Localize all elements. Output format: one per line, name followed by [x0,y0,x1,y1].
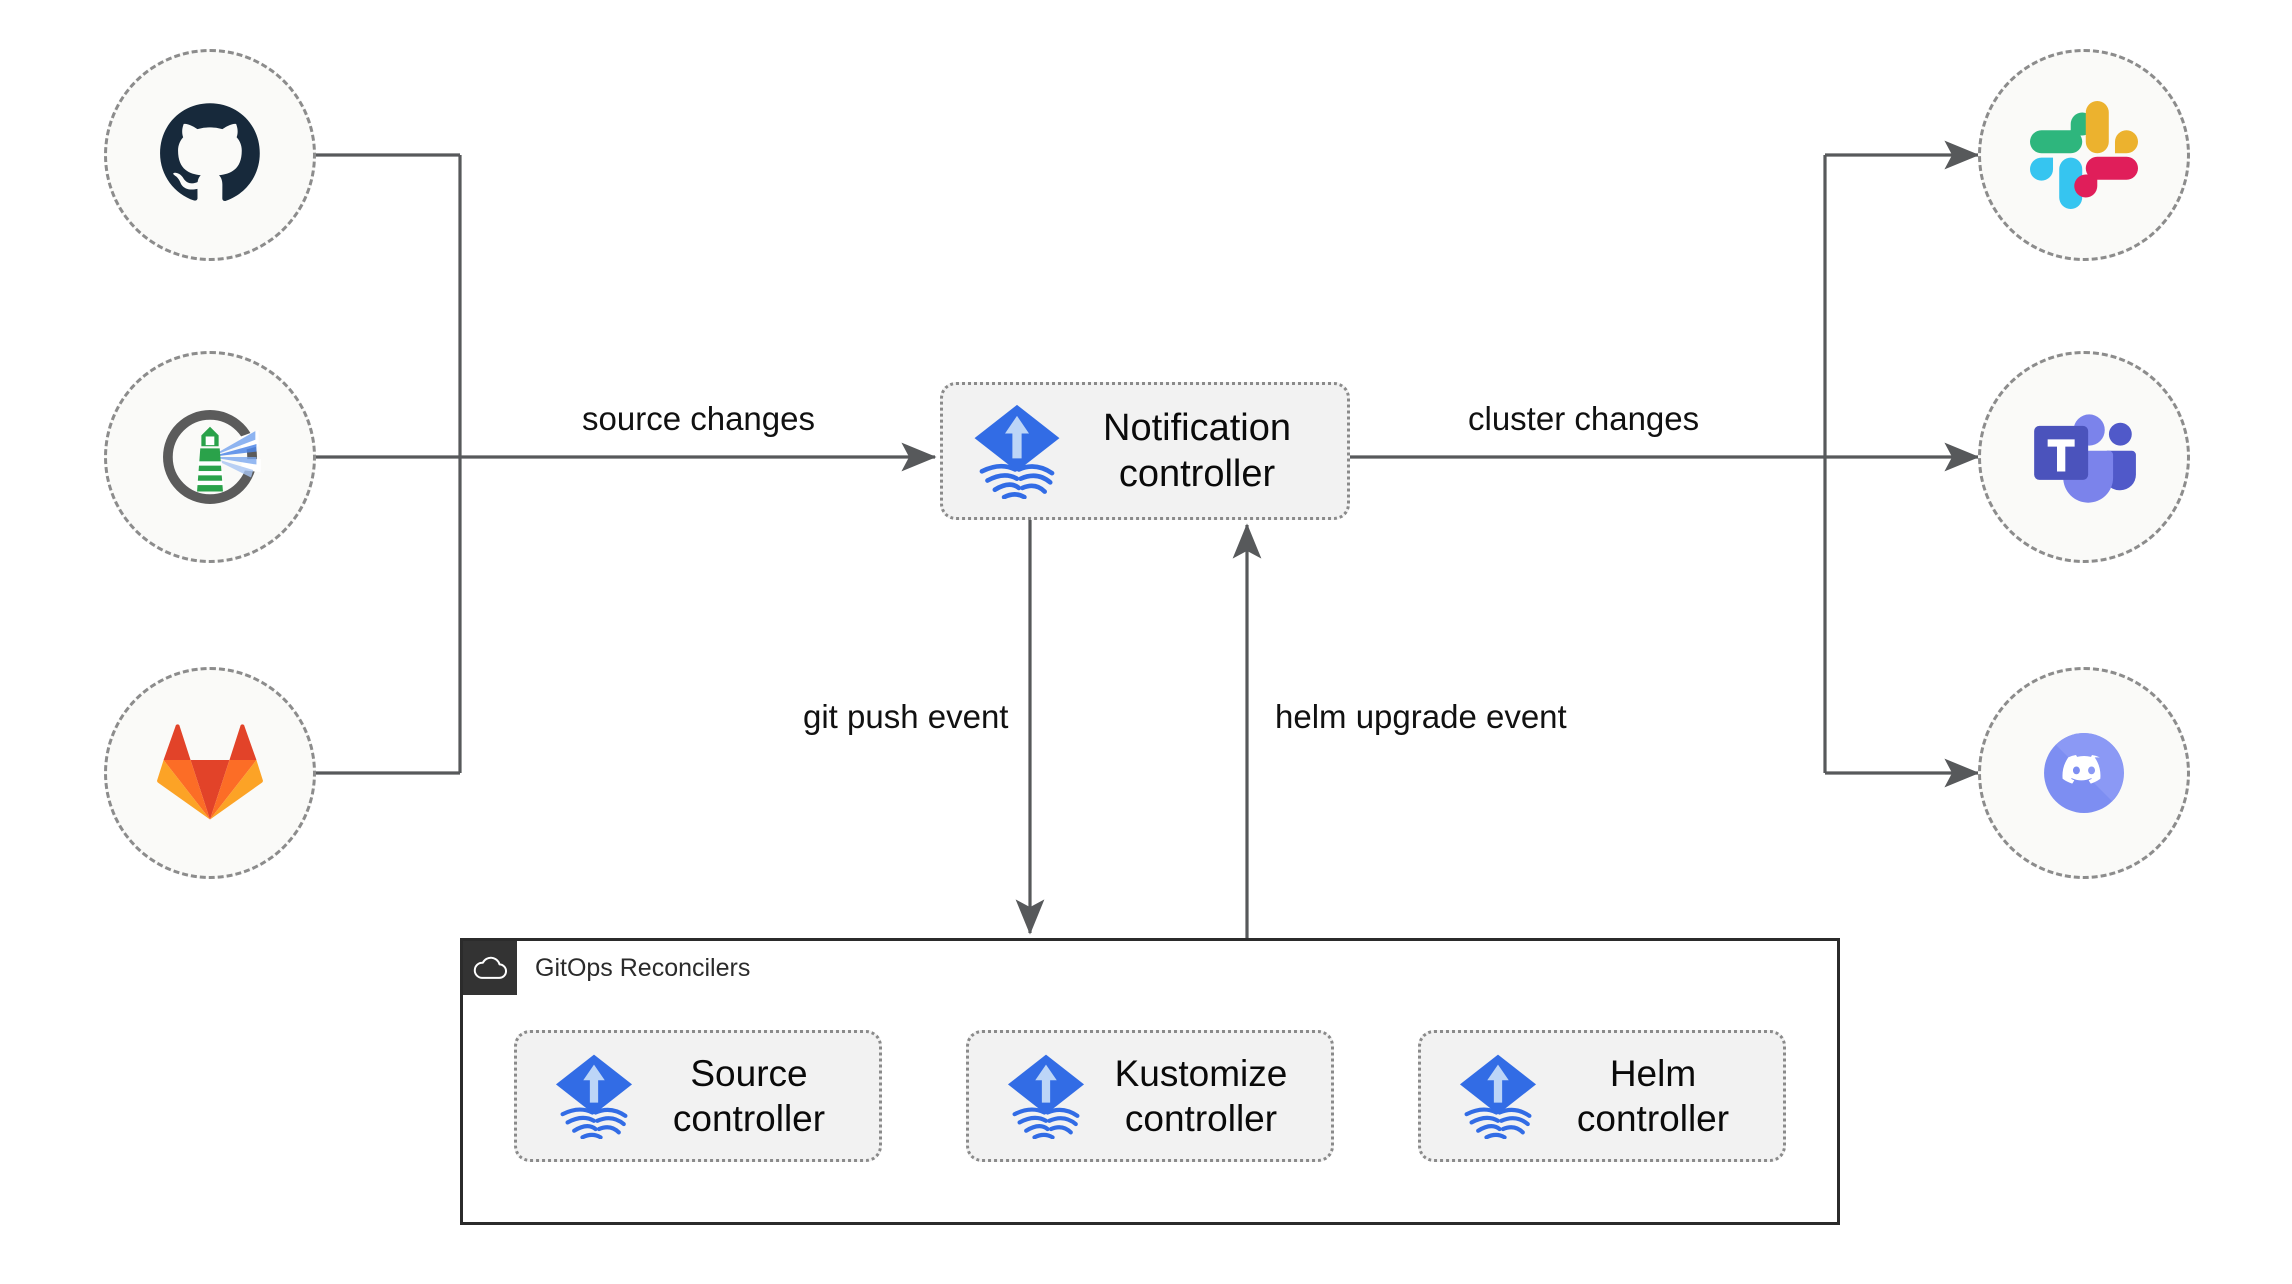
github-icon [160,103,260,201]
source-controller-label: Source controller [672,1052,826,1139]
notification-controller-box[interactable]: Notification controller [940,382,1350,520]
discord-icon [2044,733,2124,813]
kustomize-controller-box[interactable]: Kustomize controller [966,1030,1334,1162]
kustomize-controller-label: Kustomize controller [1114,1052,1288,1139]
source-node-helm[interactable] [104,351,316,563]
flux-icon [1459,1054,1537,1139]
helm-icon [163,410,261,504]
edge-label-source-changes: source changes [582,400,815,437]
cloud-icon [473,956,508,979]
gitops-header: GitOps Reconcilers [463,941,1837,995]
source-controller-box[interactable]: Source controller [514,1030,882,1162]
helm-controller-box[interactable]: Helm controller [1418,1030,1786,1162]
helm-controller-label: Helm controller [1576,1052,1730,1139]
microsoft-teams-icon [2034,414,2136,503]
destination-node-discord[interactable] [1978,667,2190,879]
cloud-badge [463,941,517,995]
source-node-github[interactable] [104,49,316,261]
slack-icon [2030,101,2138,209]
edge-label-git-push-event: git push event [803,698,1009,735]
destination-node-teams[interactable] [1978,351,2190,563]
flux-icon [1007,1054,1085,1139]
flux-icon [555,1054,633,1139]
notification-controller-label: Notification controller [1103,406,1291,495]
flux-icon [974,404,1060,499]
gitlab-icon [157,724,263,820]
destination-node-slack[interactable] [1978,49,2190,261]
edge-label-cluster-changes: cluster changes [1468,400,1700,437]
source-node-gitlab[interactable] [104,667,316,879]
edge-label-helm-upgrade-event: helm upgrade event [1275,698,1567,735]
gitops-title: GitOps Reconcilers [535,953,751,982]
